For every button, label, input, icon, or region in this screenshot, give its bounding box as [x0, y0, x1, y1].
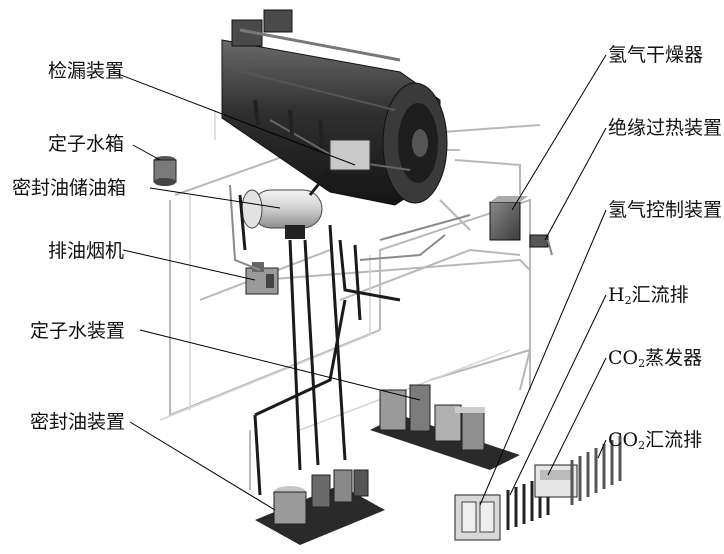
- label-hydrogen-control: 氢气控制装置: [608, 199, 723, 221]
- co2-manifold-text: 汇流排: [645, 429, 703, 451]
- co2-formula: CO: [608, 347, 639, 369]
- hydrogen-control-cabinet: [454, 494, 501, 541]
- leader-lines: [112, 54, 607, 511]
- label-seal-oil-unit: 密封油装置: [30, 411, 126, 433]
- co2-manifold-rack: [570, 436, 622, 505]
- label-oil-fume-exhauster: 排油烟机: [48, 240, 125, 262]
- co2-manifold-formula: CO: [608, 429, 639, 451]
- h2-subscript: 2: [624, 294, 632, 307]
- label-co2-manifold: CO2汇流排: [608, 429, 702, 457]
- main-piping: [238, 169, 401, 496]
- stator-water-tank: [153, 156, 177, 186]
- seal-oil-unit: [255, 469, 385, 545]
- seal-oil-storage-tank: [241, 189, 323, 239]
- co2-evaporator-text: 蒸发器: [645, 347, 703, 369]
- co2-evaporator-box: [534, 464, 578, 498]
- oil-fume-exhauster: [245, 262, 279, 295]
- label-stator-tank: 定子水箱: [48, 133, 125, 155]
- label-leak-detector: 检漏装置: [48, 60, 125, 82]
- label-co2-evaporator: CO2蒸发器: [608, 347, 702, 375]
- h2-manifold-text: 汇流排: [631, 284, 689, 306]
- label-stator-water-unit: 定子水装置: [30, 320, 126, 342]
- label-insulation-overheat: 绝缘过热装置: [608, 117, 723, 139]
- co2-manifold-subscript: 2: [638, 439, 646, 452]
- label-h2-manifold: H2汇流排: [608, 284, 689, 312]
- co2-subscript: 2: [638, 357, 646, 370]
- generator: [221, 9, 448, 206]
- insulation-overheat-box: [529, 234, 553, 256]
- stator-water-unit: [370, 384, 520, 470]
- label-seal-oil-storage: 密封油储油箱: [12, 177, 127, 199]
- label-hydrogen-dryer: 氢气干燥器: [608, 44, 704, 66]
- hydrogen-dryer-box: [489, 196, 528, 241]
- h2-formula: H: [608, 284, 625, 306]
